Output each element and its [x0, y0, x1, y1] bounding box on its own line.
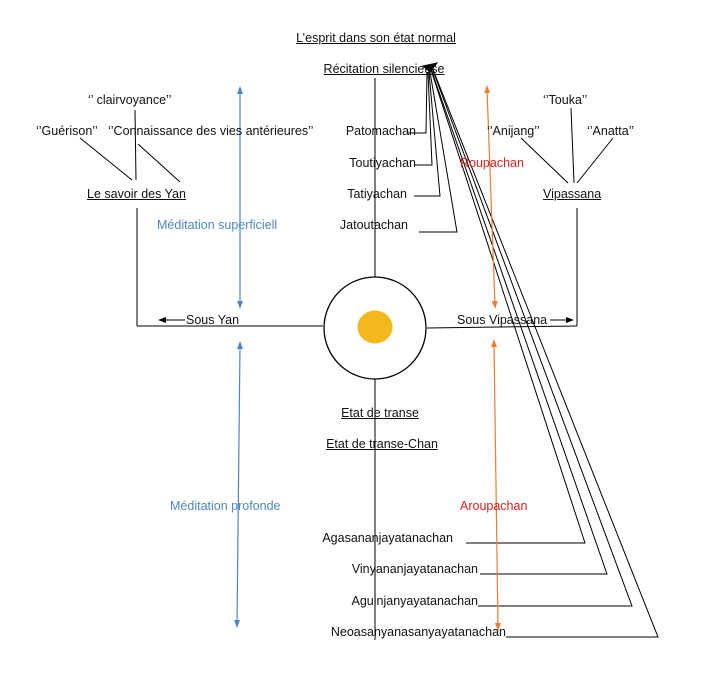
roupachan-label: Roupachan [460, 156, 524, 170]
jhana-label: Neoasanyanasanyayatanachan [330, 625, 506, 639]
jhana-label: Aguinjanyayatanachan [351, 594, 479, 608]
top-title: L’esprit dans son état normal [296, 31, 456, 45]
connector-tatiyachan [414, 71, 441, 197]
jhana-label: Toutiyachan [349, 156, 416, 170]
connector-neoasanya [431, 66, 659, 638]
aroupachan-label: Aroupachan [460, 499, 528, 513]
blue-arrow-lower [234, 341, 243, 628]
tree-left-2 [79, 137, 133, 181]
clairvoyance-label: ‘’ clairvoyance’’ [88, 93, 172, 107]
tree-left-3 [137, 143, 181, 183]
tree-left-1 [134, 109, 137, 181]
orange-arrow-lower [491, 339, 501, 631]
orange-arrow-upper [484, 85, 498, 309]
connector-patomachan [408, 71, 428, 134]
tree-right-2 [520, 137, 569, 184]
jhana-label: Patomachan [345, 124, 416, 138]
vies-anterieures-label: ‘’Connaissance des vies antérieures’’ [108, 124, 314, 138]
anatta-label: ‘’Anatta’’ [587, 124, 635, 138]
tree-right-3 [576, 137, 614, 184]
savoir-yan-label: Le savoir des Yan [87, 187, 186, 201]
connector-toutiyachan [415, 71, 433, 166]
connector-agasana [430, 69, 586, 544]
apex-arrowhead [421, 62, 439, 73]
tree-right-1 [570, 107, 575, 184]
transe-chan-label: Etat de transe-Chan [326, 437, 438, 451]
horizontal-axis-right [426, 325, 578, 329]
jhana-label: Vinyananjayatanachan [351, 562, 478, 576]
connector-aguinjan [431, 67, 633, 607]
meditation-superficielle-label: Méditation superficiell [157, 218, 278, 232]
anijang-label: ‘’Anijang’’ [487, 124, 540, 138]
connector-jatoutachan [419, 71, 458, 233]
jhana-label: Agasananjayatanachan [322, 531, 453, 545]
touka-label: ‘’Touka’’ [543, 93, 588, 107]
sun-icon [357, 310, 393, 344]
jhana-label: Jatoutachan [339, 218, 408, 232]
guerison-label: ‘’Guérison’’ [36, 124, 98, 138]
transe-label: Etat de transe [341, 406, 419, 420]
sous-vipassana-label: Sous Vipassana [457, 313, 548, 327]
jhana-label: Tatiyachan [347, 187, 407, 201]
meditation-profonde-label: Méditation profonde [170, 499, 281, 513]
vipassana-label: Vipassana [543, 187, 602, 201]
sous-yan-label: Sous Yan [186, 313, 240, 327]
recitation-label: Récitation silencieuse [323, 62, 445, 76]
